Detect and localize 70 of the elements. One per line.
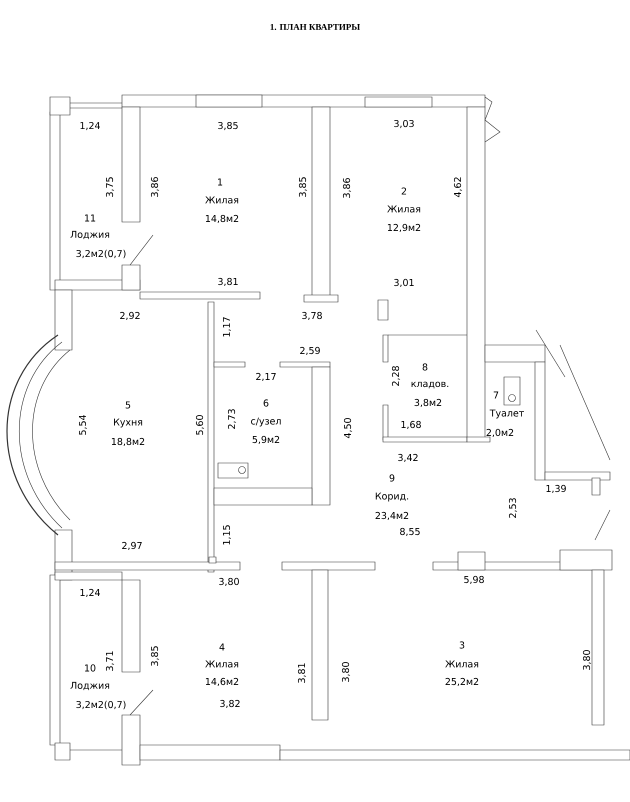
room-name: Лоджия xyxy=(70,682,110,690)
dimension: 1,24 xyxy=(80,122,100,130)
room-number: 8 xyxy=(422,363,428,371)
dimension: 2,92 xyxy=(120,312,140,320)
dimension: 3,80 xyxy=(582,650,592,670)
room-area: 12,9м2 xyxy=(388,224,420,232)
dimension: 3,80 xyxy=(342,662,350,682)
room-name: Кухня xyxy=(114,418,142,428)
dimension: 1,24 xyxy=(80,588,100,598)
dimension: 3,85 xyxy=(298,177,308,197)
room-name: Лоджия xyxy=(70,230,110,240)
dimension: 1,39 xyxy=(546,484,566,494)
room-name: Жилая xyxy=(205,196,238,204)
room-area: 3,2м2(0,7) xyxy=(76,250,126,258)
room-area: 2,0м2 xyxy=(486,428,514,438)
dimension: 1,15 xyxy=(223,525,231,544)
dimension: 3,75 xyxy=(106,177,114,197)
dimension: 3,86 xyxy=(150,177,160,197)
dimension: 3,80 xyxy=(219,578,239,586)
room-area: 3,2м2(0,7) xyxy=(76,700,126,710)
dimension: 5,60 xyxy=(196,415,204,435)
dimension: 2,28 xyxy=(392,366,400,386)
room-name: Жилая xyxy=(205,660,238,668)
room-name: Корид. xyxy=(376,492,408,502)
title: 1. ПЛАН КВАРТИРЫ xyxy=(270,24,360,30)
room-area: 14,6м2 xyxy=(206,678,238,686)
room-number: 9 xyxy=(390,474,394,482)
room-number: 3 xyxy=(460,641,464,649)
dimension: 3,81 xyxy=(298,663,306,683)
dimension: 2,53 xyxy=(508,498,518,518)
dimension: 3,85 xyxy=(150,646,160,666)
room-name: Жилая xyxy=(387,205,420,213)
room-number: 4 xyxy=(219,644,224,650)
dimension: 3,86 xyxy=(342,178,352,198)
dimension: 3,85 xyxy=(218,122,238,130)
room-area: 14,8м2 xyxy=(206,214,238,224)
room-number: 11 xyxy=(85,214,96,222)
room-area: 25,2м2 xyxy=(446,678,478,686)
room-area: 3,8м2 xyxy=(414,398,442,408)
room-area: 18,8м2 xyxy=(112,438,144,446)
dimension: 2,59 xyxy=(300,346,320,356)
room-number: 1 xyxy=(218,178,222,186)
dimension: 2,97 xyxy=(122,542,142,550)
room-area: 5,9м2 xyxy=(252,436,280,444)
dimension: 5,98 xyxy=(464,576,484,584)
room-name: Жилая xyxy=(445,660,478,668)
dimension: 3,82 xyxy=(220,700,240,708)
dimension: 1,68 xyxy=(402,420,421,430)
room-name: с/узел xyxy=(251,418,281,426)
room-number: 7 xyxy=(494,392,498,398)
room-number: 6 xyxy=(264,399,268,407)
room-name: Туалет xyxy=(490,410,524,418)
dimension: 5,54 xyxy=(79,415,87,435)
dimension: 8,55 xyxy=(400,528,420,536)
dimension: 3,03 xyxy=(394,120,414,128)
room-name: кладов. xyxy=(412,382,448,388)
dimension: 3,78 xyxy=(302,312,322,320)
room-area: 23,4м2 xyxy=(376,512,408,520)
dimension: 3,01 xyxy=(394,278,414,288)
dimension: 2,17 xyxy=(256,372,276,382)
room-number: 2 xyxy=(402,188,406,195)
dimension: 4,62 xyxy=(454,177,462,198)
dimension: 2,73 xyxy=(228,409,236,429)
room-number: 5 xyxy=(126,401,130,409)
dimension: 4,50 xyxy=(344,418,352,438)
dimension: 1,17 xyxy=(223,317,231,336)
room-number: 10 xyxy=(85,664,96,672)
dimension: 3,71 xyxy=(106,651,114,671)
dimension: 3,42 xyxy=(398,454,418,462)
dimension: 3,81 xyxy=(218,278,238,286)
